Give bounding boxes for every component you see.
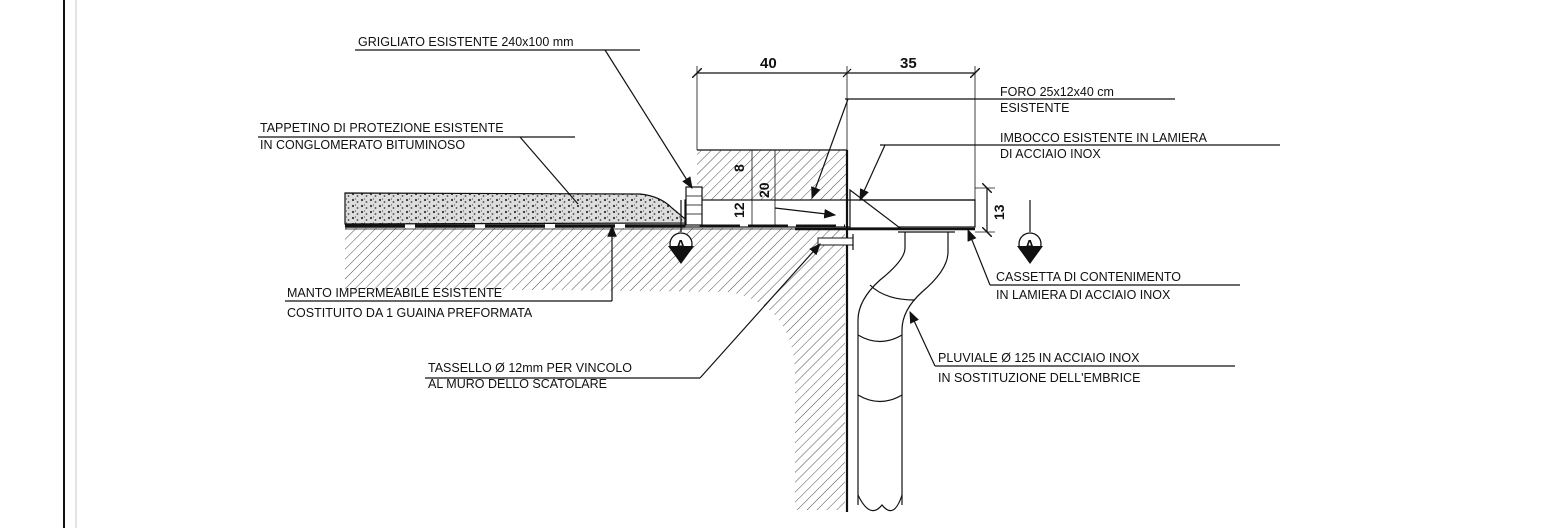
svg-text:8: 8 — [731, 164, 747, 172]
dim-13: 13 — [991, 204, 1007, 220]
label-tappetino-2: IN CONGLOMERATO BITUMINOSO — [260, 138, 465, 152]
label-pluviale-1: PLUVIALE Ø 125 IN ACCIAIO INOX — [938, 351, 1140, 365]
dim-40: 40 — [760, 55, 777, 72]
section-mark-left: A — [668, 232, 694, 264]
dim-35: 35 — [900, 55, 917, 72]
label-grigliato: GRIGLIATO ESISTENTE 240x100 mm — [358, 35, 574, 49]
downpipe — [857, 232, 949, 505]
label-tappetino-1: TAPPETINO DI PROTEZIONE ESISTENTE — [260, 121, 504, 135]
label-manto-1: MANTO IMPERMEABILE ESISTENTE — [287, 286, 502, 300]
label-pluviale-2: IN SOSTITUZIONE DELL'EMBRICE — [938, 371, 1140, 385]
leader-cassetta — [967, 228, 991, 286]
svg-text:A: A — [1025, 237, 1035, 252]
dim-tick-mid — [842, 68, 852, 78]
dim-8: 8 — [731, 164, 747, 172]
anchor-bolt — [817, 237, 854, 246]
label-manto-2: COSTITUITO DA 1 GUAINA PREFORMATA — [287, 306, 533, 320]
asphalt-layer — [344, 192, 692, 225]
grating — [685, 186, 703, 226]
leader-foro — [811, 98, 849, 200]
label-tassello-1: TASSELLO Ø 12mm PER VINCOLO — [428, 361, 632, 375]
dim-12: 12 — [731, 202, 747, 218]
label-imbocco-2: DI ACCIAIO INOX — [1000, 147, 1101, 161]
svg-text:20: 20 — [756, 182, 772, 198]
label-cassetta-1: CASSETTA DI CONTENIMENTO — [996, 270, 1181, 284]
upper-concrete-hatch — [697, 150, 847, 200]
downpipe-joint — [857, 334, 903, 343]
label-tassello-2: AL MURO DELLO SCATOLARE — [428, 377, 607, 391]
label-imbocco-1: IMBOCCO ESISTENTE IN LAMIERA — [1000, 131, 1208, 145]
downpipe-joint — [857, 394, 903, 403]
dim-20: 20 — [756, 182, 772, 198]
downpipe-joint — [869, 284, 916, 301]
svg-text:A: A — [676, 237, 686, 252]
leader-tappetino — [519, 136, 579, 205]
label-cassetta-2: IN LAMIERA DI ACCIAIO INOX — [996, 288, 1171, 302]
svg-text:12: 12 — [731, 202, 747, 218]
leader-pluviale — [909, 310, 936, 367]
label-foro-2: ESISTENTE — [1000, 101, 1069, 115]
downpipe-end — [857, 494, 903, 512]
section-mark-right: A — [1017, 232, 1043, 264]
concrete-slab-hatch — [345, 228, 845, 510]
leader-tassello — [699, 243, 821, 379]
flow-arrow — [774, 207, 837, 219]
label-foro-1: FORO 25x12x40 cm — [1000, 85, 1114, 99]
leader-imbocco — [859, 144, 886, 202]
leader-grigliato — [604, 49, 693, 190]
drain-opening — [684, 199, 976, 228]
svg-text:13: 13 — [991, 204, 1007, 220]
